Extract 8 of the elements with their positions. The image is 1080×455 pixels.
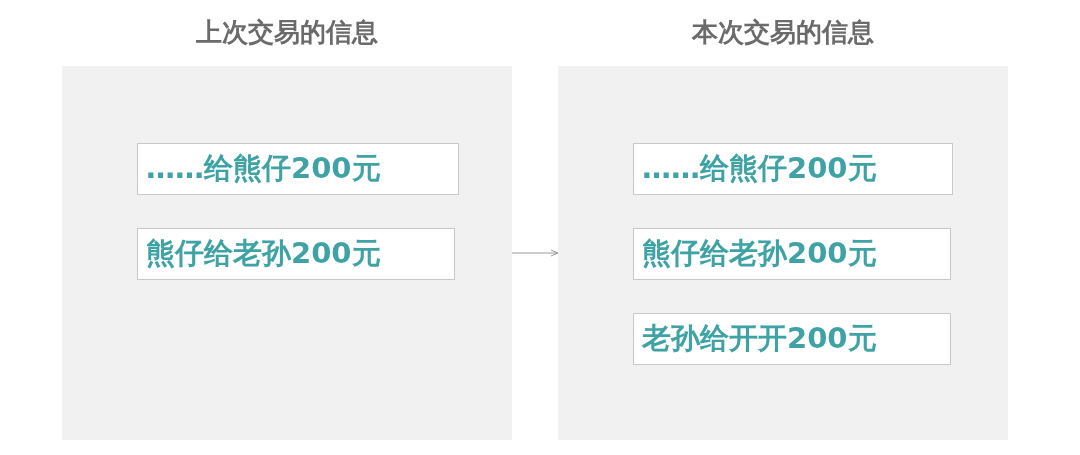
text-box: ……给熊仔200元: [633, 143, 953, 195]
arrow: [511, 249, 559, 257]
panel-heading: 本次交易的信息: [691, 16, 875, 49]
panel-heading: 上次交易的信息: [195, 16, 379, 49]
text-box: 熊仔给老孙200元: [633, 228, 951, 280]
text-box: 老孙给开开200元: [633, 313, 951, 365]
text-box: ……给熊仔200元: [137, 143, 459, 195]
text-box: 熊仔给老孙200元: [137, 228, 455, 280]
